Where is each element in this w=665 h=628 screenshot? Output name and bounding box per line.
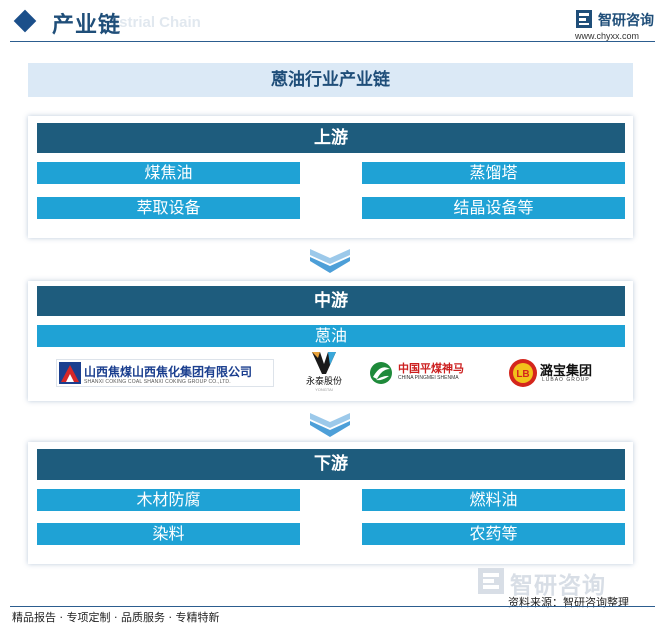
pingmei-logo-icon [370, 362, 392, 384]
upstream-label: 上游 [37, 123, 625, 153]
company-name-en: SHANXI COKING COAL SHANXI COKING GROUP C… [84, 379, 231, 385]
downstream-item: 木材防腐 [37, 489, 300, 511]
downstream-label: 下游 [37, 449, 625, 480]
diamond-icon [13, 9, 37, 33]
company-name: 永泰股份 [305, 377, 342, 387]
footer-divider [10, 606, 655, 607]
company-logo-yongtai: 永泰股份 YONGTAI [302, 350, 346, 392]
downstream-item: 燃料油 [362, 489, 625, 511]
midstream-label: 中游 [37, 286, 625, 316]
chart-title: 蒽油行业产业链 [28, 63, 633, 97]
header-watermark: ustrial Chain [110, 14, 201, 31]
upstream-item: 结晶设备等 [362, 197, 625, 219]
company-logo-lubao: LB 潞宝集团 LUBAO GROUP [508, 357, 608, 389]
company-name: 中国平煤神马 [398, 362, 464, 375]
upstream-item: 蒸馏塔 [362, 162, 625, 184]
header-divider [10, 41, 655, 42]
watermark-logo-icon [478, 568, 504, 594]
footer-tagline: 精品报告 · 专项定制 · 品质服务 · 专精特新 [12, 611, 220, 624]
company-name-en: CHINA PINGMEI SHENMA [398, 375, 459, 381]
upstream-section: 上游 煤焦油 蒸馏塔 萃取设备 结晶设备等 [28, 116, 633, 238]
down-arrow-icon [310, 249, 350, 273]
company-name: 潞宝集团 [540, 364, 593, 379]
company-name: 山西焦煤山西焦化集团有限公司 [84, 365, 253, 379]
data-source: 资料来源：智研咨询整理 [508, 596, 629, 609]
company-name-en: LUBAO GROUP [542, 377, 590, 383]
down-arrow-icon [310, 413, 350, 437]
page-title: 产业链 [52, 13, 122, 38]
upstream-item: 煤焦油 [37, 162, 300, 184]
footer-watermark: 智研咨询 [478, 566, 658, 599]
footer-watermark-text: 智研咨询 [510, 573, 606, 599]
company-name-en: YONGTAI [315, 387, 333, 392]
downstream-section: 下游 木材防腐 燃料油 染料 农药等 [28, 442, 633, 564]
yongtai-logo-icon [312, 352, 336, 374]
downstream-item: 农药等 [362, 523, 625, 545]
brand-logo-icon [576, 10, 592, 28]
brand-name: 智研咨询 [598, 13, 654, 29]
downstream-item: 染料 [37, 523, 300, 545]
page-header: ustrial Chain 产业链 智研咨询 www.chyxx.com [0, 0, 665, 44]
midstream-section: 中游 蒽油 山西焦煤山西焦化集团有限公司 SHANXI COKING COAL … [28, 281, 633, 401]
upstream-item: 萃取设备 [37, 197, 300, 219]
company-logo-shanxi-coking: 山西焦煤山西焦化集团有限公司 SHANXI COKING COAL SHANXI… [56, 359, 274, 387]
company-logo-pingmei: 中国平煤神马 CHINA PINGMEI SHENMA [368, 358, 478, 388]
midstream-item: 蒽油 [37, 325, 625, 347]
lubao-logo-icon: LB [509, 359, 537, 387]
shanxi-coking-logo-icon [59, 362, 81, 384]
lubao-mark-text: LB [516, 369, 529, 380]
brand-url: www.chyxx.com [575, 31, 640, 41]
